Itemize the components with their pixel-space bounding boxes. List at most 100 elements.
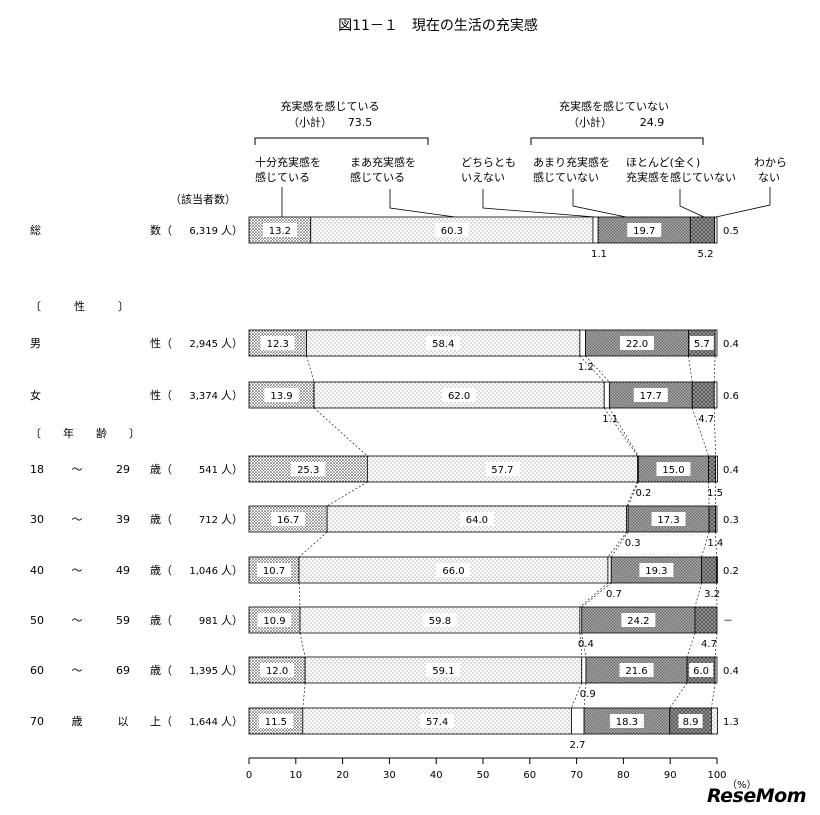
bar-segment-hardly [691, 381, 715, 409]
data-label-hardly: 6.0 [693, 666, 709, 677]
data-label-not-very: 21.6 [625, 666, 647, 677]
x-tick-label: 20 [336, 770, 349, 781]
connector-line [694, 582, 702, 608]
row-label-left: 60 [30, 664, 44, 677]
row-label-right: 性（ [150, 388, 172, 402]
legend-not-very-line1: あまり充実感を [533, 155, 610, 169]
group-satisfied-line2: （小計） [288, 115, 332, 129]
data-label-dont-know: － [723, 616, 733, 627]
data-label-very-satisfied: 12.0 [266, 666, 288, 677]
x-tick-label: 100 [707, 770, 726, 781]
legend-neutral-line2: いえない [461, 171, 505, 184]
data-label-hardly: 5.2 [698, 249, 714, 260]
connector-line [583, 682, 587, 709]
percent-label: （%） [727, 779, 757, 791]
x-tick-label: 10 [289, 770, 302, 781]
row-label-right: 歳（ [150, 614, 172, 627]
data-label-somewhat-satisfied: 59.8 [429, 616, 451, 627]
data-label-bg [619, 663, 654, 677]
row-label-mid2: 69 [116, 664, 130, 677]
legend-dont-know-line1: わから [754, 156, 787, 169]
row-count: 2,945 [189, 339, 218, 350]
bar-segment-dont-know [714, 656, 718, 684]
connector-line [626, 481, 638, 507]
connector-line [327, 481, 368, 507]
data-label-hardly: 3.2 [704, 589, 720, 600]
data-label-somewhat-satisfied: 59.1 [432, 666, 454, 677]
data-label-bg [656, 462, 691, 476]
legend-hardly-line2: 充実感を感じていない [626, 170, 736, 184]
row-count: 3,374 [189, 391, 218, 402]
row-label-right: 性（ [150, 336, 172, 350]
connector-line [609, 407, 639, 457]
data-label-bg [485, 462, 520, 476]
legend-not-very-line2: 感じていない [533, 171, 599, 184]
row-label-right: 歳（ [150, 463, 172, 476]
connector-line [585, 355, 610, 383]
data-label-bg [271, 512, 306, 526]
data-label-somewhat-satisfied: 64.0 [466, 515, 488, 526]
data-label-bg [260, 663, 295, 677]
data-label-bg [258, 714, 293, 728]
data-label-bg [257, 563, 292, 577]
bar-segment-dont-know [714, 329, 718, 357]
connector-line [299, 632, 306, 658]
row-label-right: 歳（ [150, 513, 172, 526]
row-label-right: 歳（ [150, 564, 172, 577]
data-label-bg [260, 336, 295, 350]
count-header: （該当者数） [170, 192, 236, 206]
bar-segment-neutral [607, 556, 612, 584]
row-count-unit: 人） [221, 224, 243, 237]
group-unsatisfied-value: 24.9 [640, 116, 665, 129]
section-header-age: 〔 年 齢 〕 [30, 426, 140, 440]
group-satisfied-bracket [254, 137, 429, 145]
data-label-somewhat-satisfied: 62.0 [448, 391, 470, 402]
connector-line [579, 632, 583, 658]
data-label-dont-know: 0.2 [723, 566, 739, 577]
data-label-bg [609, 714, 644, 728]
row-count-unit: 人） [221, 715, 243, 728]
data-label-bg [422, 613, 457, 627]
data-label-hardly: 8.9 [683, 717, 699, 728]
row-label-mid1: ～ [72, 664, 83, 677]
data-label-bg [639, 563, 674, 577]
data-label-very-satisfied: 10.9 [263, 616, 285, 627]
row-count-unit: 人） [221, 564, 243, 577]
data-label-hardly: 1.4 [707, 538, 723, 549]
connector-line [607, 531, 627, 558]
x-tick-label: 90 [664, 770, 677, 781]
legend-dont-know-line2: ない [758, 171, 780, 184]
data-label-somewhat-satisfied: 60.3 [441, 226, 463, 237]
group-satisfied-value: 73.5 [348, 116, 373, 129]
bar-segment-hardly [708, 455, 716, 483]
x-tick-label: 40 [430, 770, 443, 781]
data-label-bg [678, 714, 703, 728]
row-count: 1,046 [189, 566, 218, 577]
x-tick-label: 0 [246, 770, 252, 781]
chart-title: 図11－１ 現在の生活の充実感 [338, 17, 538, 34]
bar-segment-dont-know [714, 216, 718, 244]
data-label-bg [434, 223, 469, 237]
x-tick-label: 50 [477, 770, 490, 781]
data-label-bg [651, 512, 686, 526]
watermark-logo: ReseMom [706, 785, 807, 807]
data-label-hardly: 4.7 [701, 639, 717, 650]
data-label-dont-know: 0.4 [723, 666, 739, 677]
data-label-bg [426, 663, 461, 677]
bar-segment-neutral [579, 329, 586, 357]
data-label-bg [420, 714, 455, 728]
data-label-bg [257, 613, 292, 627]
row-label-left: 総 [30, 223, 41, 237]
data-label-bg [442, 388, 477, 402]
data-label-very-satisfied: 11.5 [265, 717, 287, 728]
connector-line [701, 531, 710, 558]
row-label-mid1: ～ [72, 463, 83, 476]
data-label-neutral: 1.1 [602, 414, 618, 425]
row-count-unit: 人） [221, 389, 243, 402]
data-label-not-very: 19.7 [633, 226, 655, 237]
bar-segment-neutral [603, 381, 610, 409]
